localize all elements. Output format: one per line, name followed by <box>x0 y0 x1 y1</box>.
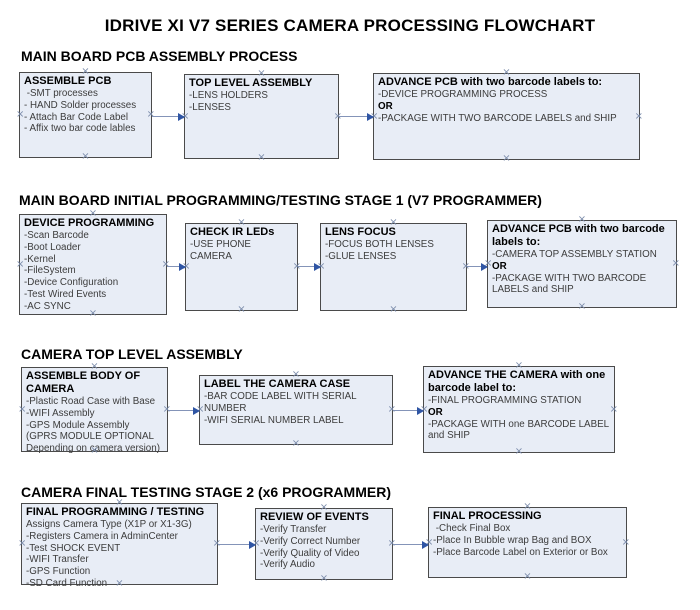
box-line: -GPS Module Assembly <box>26 419 130 431</box>
box-line: -WIFI SERIAL NUMBER LABEL <box>204 414 344 426</box>
connection-handle: × <box>237 304 246 315</box>
box-title: REVIEW OF EVENTS <box>260 511 369 523</box>
connection-handle: × <box>523 571 532 582</box>
box-line: (GPRS MODULE OPTIONAL <box>26 431 154 443</box>
flow-box-assemble-body[interactable]: ASSEMBLE BODY OF CAMERA -Plastic Road Ca… <box>18 362 171 456</box>
connection-handle: × <box>577 301 587 312</box>
box-line: -Check Final Box <box>433 523 511 534</box>
flow-box-advance-camera[interactable]: ADVANCE THE CAMERA with one barcode labe… <box>420 361 618 457</box>
flow-box-review-of-events[interactable]: REVIEW OF EVENTS -Verify Transfer -Verif… <box>252 503 396 584</box>
box-title: CHECK IR LEDs <box>190 226 275 238</box>
box-line: -Scan Barcode <box>24 230 89 241</box>
box-line: -SD Card Function <box>26 577 108 589</box>
flow-box-advance-pcb-stage1[interactable]: ADVANCE PCB with two barcode labels to: … <box>370 68 643 164</box>
section-header-pcb-assembly: MAIN BOARD PCB ASSEMBLY PROCESS <box>21 48 298 64</box>
box-title: ADVANCE THE CAMERA with one barcode labe… <box>428 369 606 394</box>
box-line: -DEVICE PROGRAMMING PROCESS <box>378 89 548 100</box>
box-title: ASSEMBLE PCB <box>24 75 112 87</box>
box-line: -Kernel <box>24 253 56 265</box>
connection-handle: × <box>514 446 524 457</box>
box-line: -Registers Camera in AdminCenter <box>26 530 178 542</box>
box-title: TOP LEVEL ASSEMBLY <box>189 77 313 89</box>
box-line: -PACKAGE WITH TWO BARCODE LABELS and SHI… <box>492 272 649 296</box>
connection-handle: × <box>257 152 266 163</box>
box-line: Depending on camera version) <box>26 443 160 455</box>
box-line: - Attach Bar Code Label <box>24 111 129 123</box>
box-line: -PACKAGE WITH TWO BARCODE LABELS and SHI… <box>378 112 617 124</box>
box-title: ADVANCE PCB with two barcode labels to: <box>378 76 603 88</box>
box-title: ADVANCE PCB with two barcode labels to: <box>492 223 665 248</box>
connection-handle: × <box>291 438 301 449</box>
box-line-or: OR <box>378 100 393 112</box>
box-line: -Place Barcode Label on Exterior or Box <box>433 546 608 558</box>
connector-arrow[interactable] <box>167 262 186 271</box>
box-line: -LENSES <box>189 101 231 113</box>
flow-box-lens-focus[interactable]: LENS FOCUS -FOCUS BOTH LENSES -GLUE LENS… <box>317 218 470 315</box>
connection-handle: × <box>292 261 301 272</box>
connector-arrow[interactable] <box>168 406 200 415</box>
box-line: Assigns Camera Type (X1P or X1-3G) <box>26 519 192 530</box>
connection-handle: × <box>389 304 398 315</box>
box-line: - Affix two bar code lables <box>24 123 136 135</box>
box-line: -PACKAGE WITH one BARCODE LABEL and SHIP <box>428 418 612 442</box>
section-header-initial-programming: MAIN BOARD INITIAL PROGRAMMING/TESTING S… <box>19 192 542 208</box>
flow-box-final-processing[interactable]: FINAL PROCESSING -Check Final Box -Place… <box>425 502 630 582</box>
flow-box-label-camera-case[interactable]: LABEL THE CAMERA CASE -BAR CODE LABEL WI… <box>196 370 396 449</box>
box-line: -GLUE LENSES <box>325 250 397 262</box>
flow-box-device-programming[interactable]: DEVICE PROGRAMMING -Scan Barcode -Boot L… <box>16 209 170 319</box>
connector-arrow[interactable] <box>393 540 429 549</box>
connector-arrow[interactable] <box>298 262 321 271</box>
connector-arrow[interactable] <box>339 112 374 121</box>
box-line-or: OR <box>428 406 443 418</box>
box-line-or: OR <box>492 260 507 272</box>
flow-box-final-programming-testing[interactable]: FINAL PROGRAMMING / TESTING Assigns Came… <box>18 498 221 589</box>
connection-handle: × <box>502 153 511 164</box>
box-line: -Test Wired Events <box>24 288 107 300</box>
box-line: -GPS Function <box>26 566 91 578</box>
connector-arrow[interactable] <box>152 112 185 121</box>
section-header-camera-top-assembly: CAMERA TOP LEVEL ASSEMBLY <box>21 346 243 362</box>
box-line: -SMT processes <box>24 88 98 99</box>
box-line: -FOCUS BOTH LENSES <box>325 239 434 250</box>
box-title: FINAL PROCESSING <box>433 510 542 522</box>
box-line: -Place In Bubble wrap Bag and BOX <box>433 534 592 546</box>
box-title: FINAL PROGRAMMING / TESTING <box>26 506 205 518</box>
box-line: -CAMERA TOP ASSEMBLY STATION <box>492 249 657 260</box>
box-line: -Verify Quality of Video <box>260 547 360 559</box>
box-line: -BAR CODE LABEL WITH SERIAL NUMBER <box>204 391 359 414</box>
connection-handle: × <box>319 573 329 584</box>
box-line: -Verify Transfer <box>260 524 327 535</box>
box-title: ASSEMBLE BODY OF CAMERA <box>26 370 141 395</box>
box-line: -Plastic Road Case with Base <box>26 396 156 407</box>
box-line: -WIFI Transfer <box>26 554 89 566</box>
box-title: DEVICE PROGRAMMING <box>24 217 155 229</box>
box-line: -WIFI Assembly <box>26 407 95 419</box>
box-line: -Device Configuration <box>24 277 119 289</box>
flow-box-top-level-assembly[interactable]: TOP LEVEL ASSEMBLY -LENS HOLDERS -LENSES… <box>181 69 342 163</box>
connector-arrow[interactable] <box>393 406 424 415</box>
box-line: -Verify Audio <box>260 559 316 571</box>
box-line: -Test SHOCK EVENT <box>26 542 121 554</box>
section-header-final-testing: CAMERA FINAL TESTING STAGE 2 (x6 PROGRAM… <box>21 484 391 500</box>
box-title: LENS FOCUS <box>325 226 396 238</box>
flow-box-assemble-pcb[interactable]: ASSEMBLE PCB -SMT processes - HAND Solde… <box>16 67 155 162</box>
box-line: -USE PHONE CAMERA <box>190 239 254 262</box>
connector-arrow[interactable] <box>467 262 488 271</box>
box-title: LABEL THE CAMERA CASE <box>204 378 351 390</box>
box-line: -LENS HOLDERS <box>189 90 268 101</box>
connection-handle: × <box>461 261 470 272</box>
box-line: -Verify Correct Number <box>260 535 361 547</box>
connection-handle: × <box>81 151 90 162</box>
box-line: -Boot Loader <box>24 241 81 253</box>
flow-box-check-ir-leds[interactable]: CHECK IR LEDs -USE PHONE CAMERA ×××× <box>182 218 301 315</box>
box-line: -AC SYNC <box>24 300 71 312</box>
flow-box-advance-pcb-stage2[interactable]: ADVANCE PCB with two barcode labels to: … <box>484 215 680 312</box>
box-line: -FINAL PROGRAMMING STATION <box>428 395 582 406</box>
box-line: - HAND Solder processes <box>24 99 137 111</box>
connector-arrow[interactable] <box>218 540 256 549</box>
page-title: IDRIVE XI V7 SERIES CAMERA PROCESSING FL… <box>104 16 596 35</box>
box-line: -FileSystem <box>24 265 76 277</box>
